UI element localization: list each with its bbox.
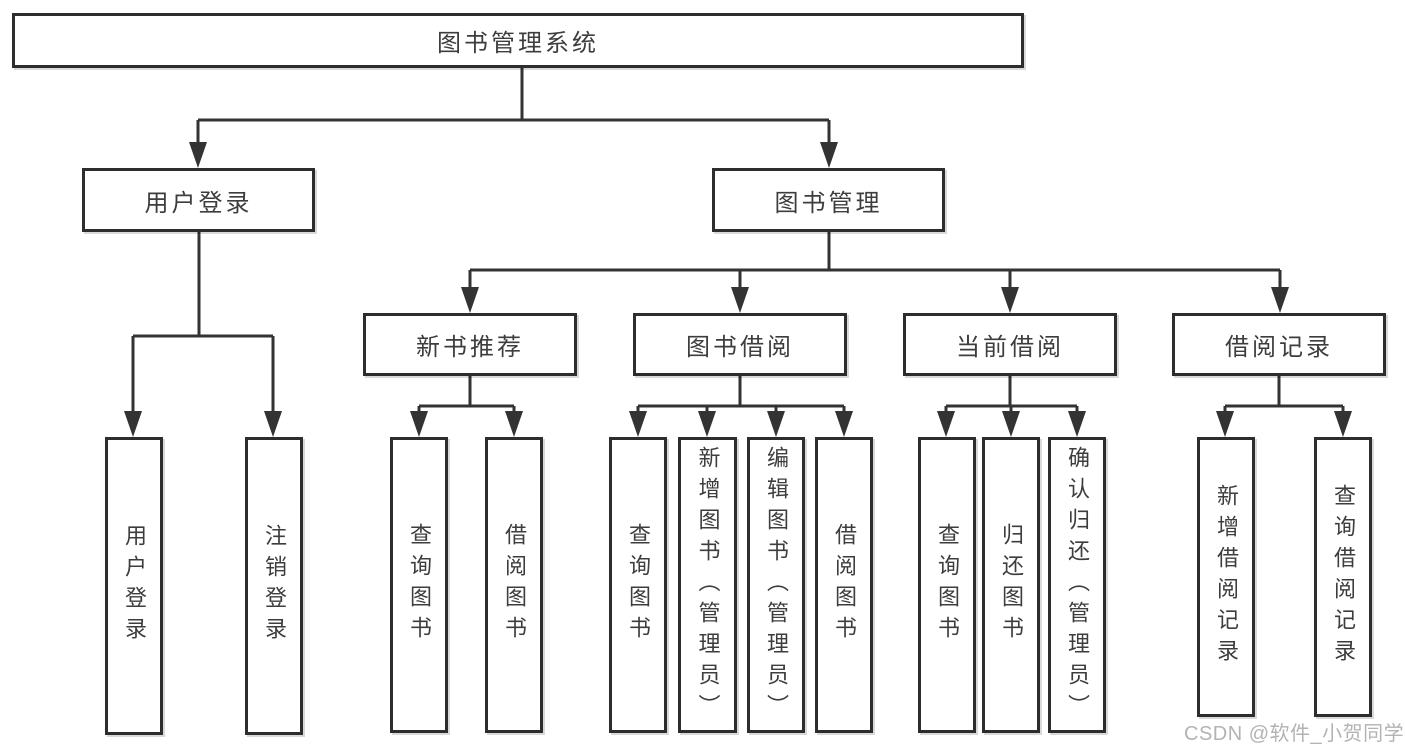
arrowhead-icon [937, 411, 955, 437]
leaf-add-borrow-record: 新增借阅记录 [1197, 437, 1255, 717]
leaf-add-book-admin: 新增图书（管理员） [678, 437, 737, 733]
arrowhead-icon [1068, 411, 1086, 437]
arrowhead-icon [698, 411, 716, 437]
watermark: CSDN @软件_小贺同学 [1184, 723, 1405, 745]
leaf-logout: 注销登录 [245, 437, 303, 735]
leaf-query-books-recommend-label: 查询图书 [407, 523, 432, 647]
arrowhead-icon [124, 411, 142, 437]
leaf-borrow-books-borrow: 借阅图书 [815, 437, 873, 733]
node-book-borrow: 图书借阅 [633, 313, 847, 376]
connector-book-management-group [461, 232, 1289, 313]
leaf-user-login: 用户登录 [105, 437, 163, 735]
node-user-login-label: 用户登录 [144, 189, 253, 217]
leaf-borrow-books-recommend: 借阅图书 [485, 437, 543, 733]
node-root-label: 图书管理系统 [437, 30, 599, 57]
connector-user-login-group [124, 232, 282, 437]
node-user-login: 用户登录 [82, 168, 315, 232]
leaf-query-borrow-record-label: 查询借阅记录 [1331, 484, 1356, 670]
leaf-edit-book-admin: 编辑图书（管理员） [747, 437, 805, 733]
arrowhead-icon [505, 411, 523, 437]
arrowhead-icon [1001, 287, 1019, 313]
connector-root-to-level2 [189, 68, 838, 168]
arrowhead-icon [820, 142, 838, 168]
arrowhead-icon [461, 287, 479, 313]
node-borrow-records-label: 借阅记录 [1225, 334, 1333, 361]
leaf-add-book-admin-label: 新增图书（管理员） [695, 445, 721, 725]
arrowhead-icon [1002, 411, 1020, 437]
leaf-return-book: 归还图书 [982, 437, 1040, 733]
leaf-confirm-return-admin: 确认归还（管理员） [1048, 437, 1106, 733]
connector-borrow-records-group [1216, 376, 1352, 437]
leaf-add-borrow-record-label: 新增借阅记录 [1214, 484, 1239, 670]
arrowhead-icon [835, 411, 853, 437]
connector-current-borrow-group [937, 376, 1086, 437]
arrowhead-icon [1216, 411, 1234, 437]
leaf-query-books-current: 查询图书 [918, 437, 976, 733]
node-current-borrow: 当前借阅 [903, 313, 1117, 376]
arrowhead-icon [410, 411, 428, 437]
leaf-return-book-label: 归还图书 [999, 523, 1024, 647]
arrowhead-icon [264, 411, 282, 437]
leaf-query-books-borrow-label: 查询图书 [626, 523, 651, 647]
leaf-query-books-current-label: 查询图书 [935, 523, 960, 647]
leaf-borrow-books-recommend-label: 借阅图书 [502, 523, 527, 647]
node-root: 图书管理系统 [12, 13, 1024, 68]
arrowhead-icon [1271, 287, 1289, 313]
arrowhead-icon [629, 411, 647, 437]
connector-new-book-recommend-group [410, 376, 523, 437]
arrowhead-icon [189, 142, 207, 168]
node-book-management: 图书管理 [712, 168, 945, 232]
arrowhead-icon [1334, 411, 1352, 437]
leaf-query-borrow-record: 查询借阅记录 [1314, 437, 1372, 717]
leaf-query-books-borrow: 查询图书 [609, 437, 667, 733]
node-borrow-records: 借阅记录 [1172, 313, 1386, 376]
leaf-query-books-recommend: 查询图书 [390, 437, 448, 733]
leaf-borrow-books-borrow-label: 借阅图书 [832, 523, 857, 647]
leaf-user-login-label: 用户登录 [122, 524, 147, 648]
node-current-borrow-label: 当前借阅 [956, 334, 1064, 361]
leaf-edit-book-admin-label: 编辑图书（管理员） [764, 445, 789, 725]
arrowhead-icon [767, 411, 785, 437]
node-new-book-recommend: 新书推荐 [363, 313, 577, 376]
node-book-borrow-label: 图书借阅 [686, 334, 794, 361]
node-new-book-recommend-label: 新书推荐 [416, 334, 524, 361]
leaf-confirm-return-admin-label: 确认归还（管理员） [1065, 445, 1090, 725]
node-book-management-label: 图书管理 [774, 189, 883, 217]
connector-book-borrow-group [629, 376, 853, 437]
leaf-logout-label: 注销登录 [262, 524, 287, 648]
arrowhead-icon [731, 287, 749, 313]
